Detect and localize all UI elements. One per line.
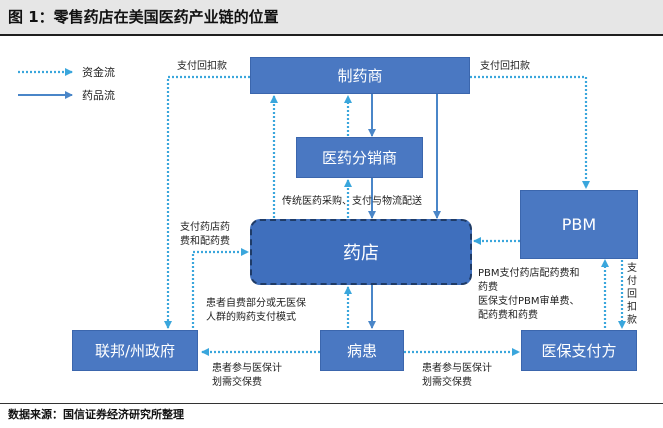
label-payback-right: 支付回扣款 (480, 61, 530, 72)
figure-title: 图 1：零售药店在美国医药产业链的位置 (0, 0, 663, 36)
source-note: 数据来源：国信证券经济研究所整理 (8, 408, 184, 421)
edge-gov-store-pay (191, 248, 249, 328)
label-store-fee-2: 费和配药费 (180, 236, 230, 247)
label-pbm-pay-3: 医保支付PBM审单费、 (478, 296, 580, 307)
node-government: 联邦/州政府 (72, 330, 198, 371)
label-selfpay-2: 人群的购药支付模式 (206, 312, 296, 323)
label-store-fee-1: 支付药店药 (180, 222, 230, 233)
label-rebate-vertical: 支 付 回 扣 款 (627, 262, 637, 327)
edge-mfr-pbm-rebate (470, 75, 590, 189)
node-pbm: PBM (520, 190, 638, 259)
node-pharmacy: 药店 (250, 219, 472, 285)
label-rebate-char: 付 (627, 276, 637, 287)
label-ins-pay-2: 划需交保费 (422, 377, 472, 388)
label-gov-pay-2: 划需交保费 (212, 377, 262, 388)
edge-mfr-gov-rebate (164, 75, 250, 329)
legend-money-label: 资金流 (82, 66, 115, 79)
label-rebate-char: 扣 (627, 302, 637, 313)
node-manufacturer: 制药商 (250, 57, 470, 94)
node-patient: 病患 (320, 330, 404, 371)
label-pbm-pay-1: PBM支付药店配药费和 (478, 268, 580, 279)
label-rebate-char: 回 (627, 289, 637, 300)
label-ins-pay-1: 患者参与医保计 (422, 363, 492, 374)
node-distributor: 医药分销商 (296, 137, 423, 178)
label-pbm-pay-2: 药费 (478, 282, 498, 293)
legend-drug-label: 药品流 (82, 89, 115, 102)
label-selfpay-1: 患者自费部分或无医保 (206, 298, 306, 309)
label-gov-pay-1: 患者参与医保计 (212, 363, 282, 374)
label-traditional: 传统医药采购、支付与物流配送 (282, 196, 422, 207)
label-rebate-char: 款 (627, 315, 637, 326)
label-rebate-char: 支 (627, 263, 637, 274)
node-insurer: 医保支付方 (521, 330, 637, 371)
footer-divider (0, 403, 663, 404)
label-pbm-pay-4: 配药费和药费 (478, 310, 538, 321)
label-payback-left: 支付回扣款 (177, 61, 227, 72)
